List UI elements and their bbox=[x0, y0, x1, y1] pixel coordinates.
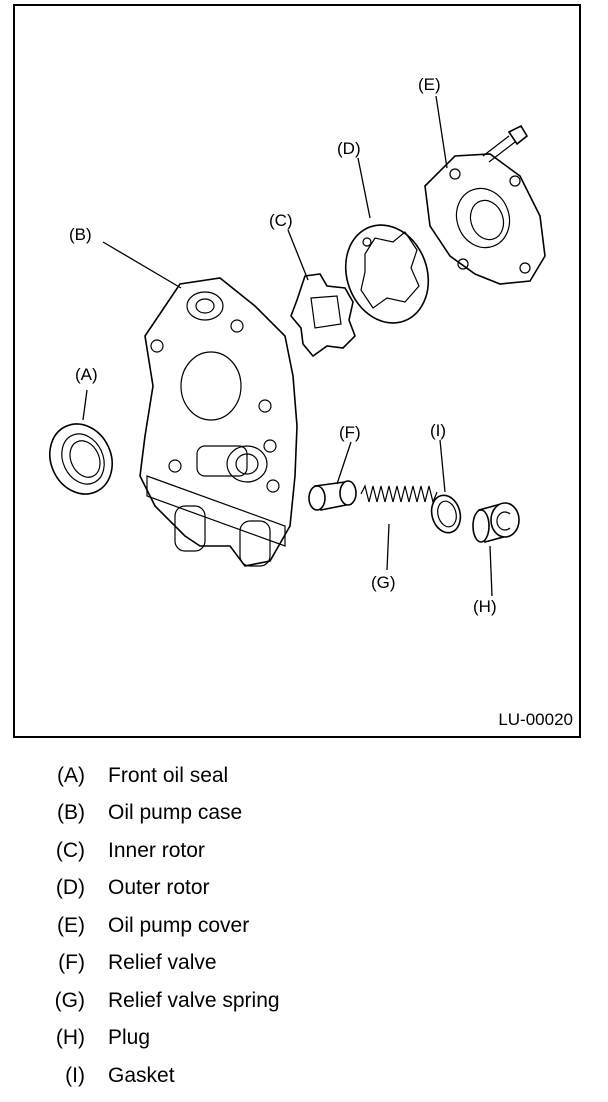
legend-item: (E) Oil pump cover bbox=[0, 914, 608, 942]
callout-g: (G) bbox=[371, 573, 396, 592]
legend-key: (E) bbox=[57, 914, 85, 937]
legend-key: (F) bbox=[58, 951, 85, 974]
legend-text: Relief valve bbox=[108, 951, 217, 974]
legend-key: (D) bbox=[55, 876, 85, 899]
legend-text: Gasket bbox=[108, 1064, 175, 1087]
legend-text: Inner rotor bbox=[108, 839, 205, 862]
legend-item: (I) Gasket bbox=[0, 1064, 608, 1092]
callout-c: (C) bbox=[269, 211, 293, 230]
legend-key: (A) bbox=[57, 764, 85, 787]
leader-lines bbox=[82, 95, 493, 597]
inner-rotor bbox=[290, 273, 356, 358]
relief-valve bbox=[308, 480, 357, 511]
relief-valve-spring bbox=[360, 484, 438, 504]
callout-i: (I) bbox=[430, 421, 446, 440]
front-oil-seal bbox=[49, 423, 113, 495]
legend-text: Oil pump cover bbox=[108, 914, 250, 937]
callout-d: (D) bbox=[337, 139, 361, 158]
legend-key: (C) bbox=[55, 839, 85, 862]
callout-b: (B) bbox=[69, 225, 92, 244]
legend-key: (B) bbox=[57, 801, 85, 824]
legend-item: (C) Inner rotor bbox=[0, 839, 608, 867]
oil-pump-cover bbox=[424, 124, 546, 285]
oil-pump-case bbox=[139, 277, 298, 567]
legend-key: (G) bbox=[54, 989, 85, 1012]
gasket bbox=[430, 494, 462, 534]
figure-code: LU-00020 bbox=[498, 710, 573, 729]
outer-rotor bbox=[344, 224, 430, 324]
legend-text: Plug bbox=[108, 1026, 151, 1049]
legend-item: (H) Plug bbox=[0, 1026, 608, 1054]
legend-text: Oil pump case bbox=[108, 801, 243, 824]
legend-item: (G) Relief valve spring bbox=[0, 989, 608, 1017]
legend-item: (B) Oil pump case bbox=[0, 801, 608, 829]
legend-text: Front oil seal bbox=[108, 764, 229, 787]
legend-key: (H) bbox=[55, 1026, 85, 1049]
callout-h: (H) bbox=[473, 597, 497, 616]
callout-a: (A) bbox=[75, 365, 98, 384]
diagram-drawing: (A) (B) (C) (D) (E) (F) (G) (H) (I) bbox=[49, 75, 546, 616]
callout-f: (F) bbox=[339, 423, 361, 442]
legend-item: (D) Outer rotor bbox=[0, 876, 608, 904]
legend-item: (A) Front oil seal bbox=[0, 764, 608, 792]
legend-text: Relief valve spring bbox=[108, 989, 280, 1012]
legend-key: (I) bbox=[65, 1064, 85, 1087]
plug bbox=[472, 502, 520, 544]
callout-e: (E) bbox=[418, 75, 441, 94]
legend-text: Outer rotor bbox=[108, 876, 210, 899]
legend-item: (F) Relief valve bbox=[0, 951, 608, 979]
exploded-diagram: (A) (B) (C) (D) (E) (F) (G) (H) (I) LU-0… bbox=[13, 4, 581, 738]
